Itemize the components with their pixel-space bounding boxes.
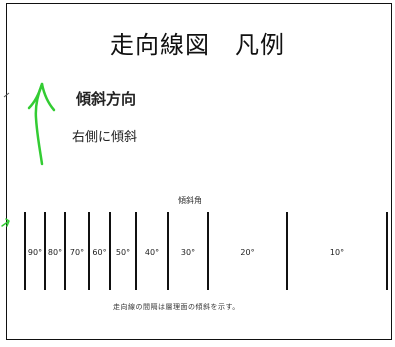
dip-angle-label: 20° <box>240 248 254 257</box>
dip-angle-label: 70° <box>70 248 84 257</box>
dip-direction-note: 右側に傾斜 <box>72 130 138 145</box>
dip-angle-label: 50° <box>116 248 130 257</box>
legend-title: 走向線図 凡例 <box>110 31 285 59</box>
edge-tick-mark <box>3 92 10 98</box>
edge-arrow-mark <box>1 218 10 227</box>
legend-footnote: 走向線の間隔は層理面の傾斜を示す。 <box>113 303 240 311</box>
dip-angle-heading: 傾斜角 <box>178 196 202 205</box>
dip-direction-arrowhead <box>27 82 56 112</box>
dip-angle-label: 30° <box>181 248 195 257</box>
dip-angle-label: 60° <box>92 248 106 257</box>
dip-angle-label: 10° <box>330 248 344 257</box>
dip-direction-heading: 傾斜方向 <box>76 90 137 108</box>
legend-frame <box>6 3 392 340</box>
dip-angle-label: 40° <box>145 248 159 257</box>
dip-angle-label: 80° <box>48 248 62 257</box>
dip-angle-label: 90° <box>28 248 42 257</box>
